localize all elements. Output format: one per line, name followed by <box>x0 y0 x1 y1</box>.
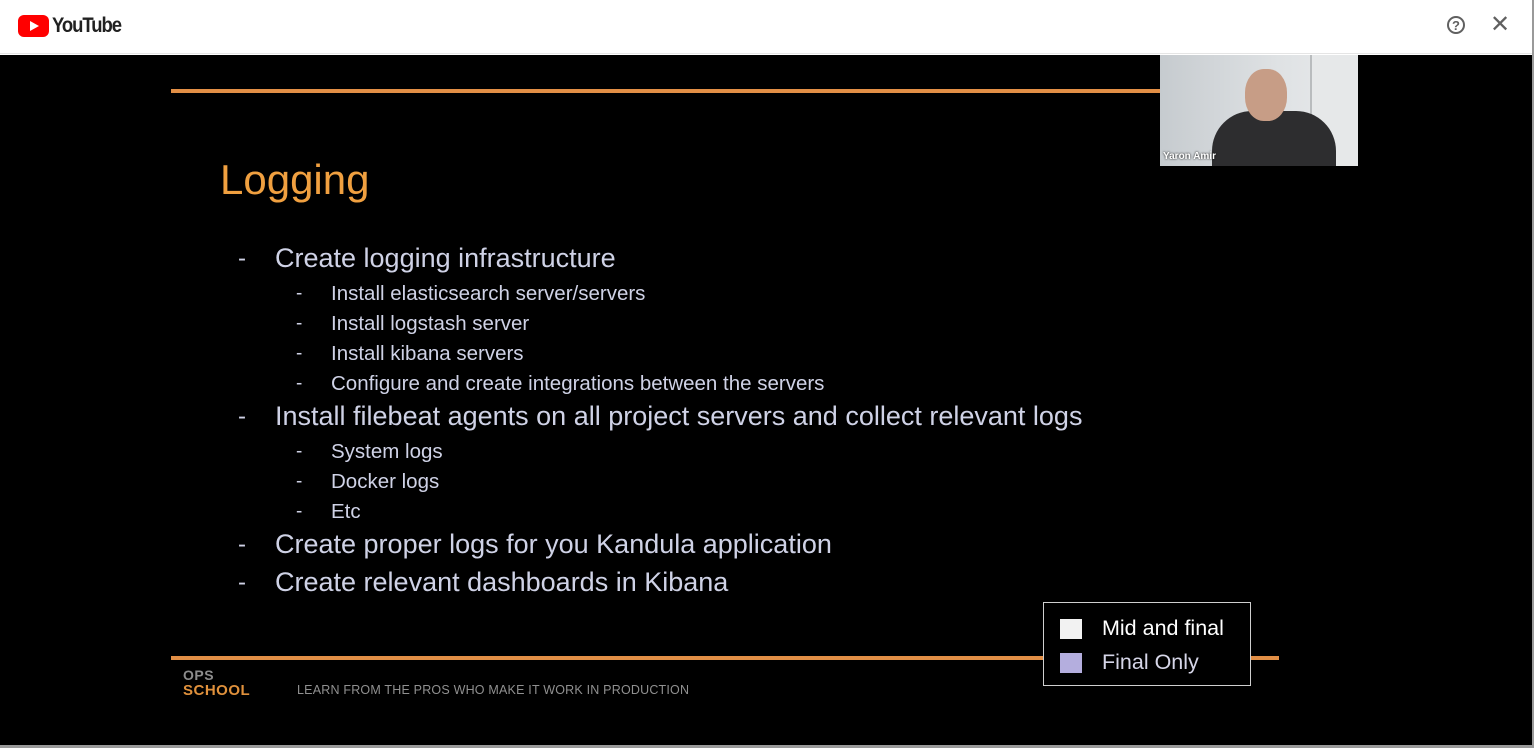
sub-bullet-item: Install kibana servers <box>331 342 524 365</box>
slide-top-rule <box>171 89 1161 93</box>
window-bottom-edge <box>0 745 1534 748</box>
legend-swatch <box>1060 618 1082 639</box>
bullet-dash: - <box>296 343 303 364</box>
youtube-wordmark: YouTube <box>52 14 122 37</box>
legend-item-mid-and-final: Mid and final <box>1060 616 1224 641</box>
legend-swatch <box>1060 652 1082 673</box>
bullet-dash: - <box>296 283 303 304</box>
bullet-dash: - <box>296 441 303 462</box>
bullet-dash: - <box>296 471 303 492</box>
slide-title: Logging <box>220 156 370 203</box>
slide-bottom-rule <box>171 656 1279 660</box>
bullet-dash: - <box>238 245 246 272</box>
legend-box: Mid and final Final Only <box>1043 602 1251 686</box>
sub-bullet-item: Install logstash server <box>331 312 530 335</box>
scrollbar-edge <box>1532 0 1534 748</box>
bullet-dash: - <box>296 373 303 394</box>
bullet-dash: - <box>238 569 246 596</box>
bullet-item: Create proper logs for you Kandula appli… <box>275 529 832 559</box>
sub-bullet-item: Etc <box>331 500 361 523</box>
sub-bullet-item: System logs <box>331 440 443 463</box>
sub-bullet-item: Docker logs <box>331 470 440 493</box>
youtube-play-icon <box>18 15 49 37</box>
video-player[interactable]: Logging - Create logging infrastructure - I… <box>0 55 1532 745</box>
bullet-item: Create relevant dashboards in Kibana <box>275 567 729 597</box>
legend-label: Mid and final <box>1102 616 1224 640</box>
close-icon[interactable]: ✕ <box>1489 11 1511 38</box>
ops-school-logo: OPS SCHOOL <box>183 667 251 699</box>
legend-label: Final Only <box>1102 650 1199 674</box>
sub-bullet-item: Configure and create integrations betwee… <box>331 372 825 395</box>
youtube-logo[interactable]: YouTube <box>18 14 130 38</box>
sub-bullet-item: Install elasticsearch server/servers <box>331 282 646 305</box>
presenter-image <box>1212 111 1336 166</box>
bullet-dash: - <box>238 403 246 430</box>
webcam-name-label: Yaron Amir <box>1163 151 1216 162</box>
modal-topbar: YouTube ? ✕ <box>0 0 1534 54</box>
question-circle-icon[interactable]: ? <box>1447 16 1465 34</box>
footer-tagline: LEARN FROM THE PROS WHO MAKE IT WORK IN … <box>297 683 690 697</box>
bullet-dash: - <box>238 531 246 558</box>
webcam-overlay: Yaron Amir <box>1160 55 1358 166</box>
bullet-dash: - <box>296 313 303 334</box>
bullet-dash: - <box>296 501 303 522</box>
bullet-item: Install filebeat agents on all project s… <box>275 401 1083 431</box>
bullet-item: Create logging infrastructure <box>275 243 616 273</box>
legend-item-final-only: Final Only <box>1060 650 1199 675</box>
